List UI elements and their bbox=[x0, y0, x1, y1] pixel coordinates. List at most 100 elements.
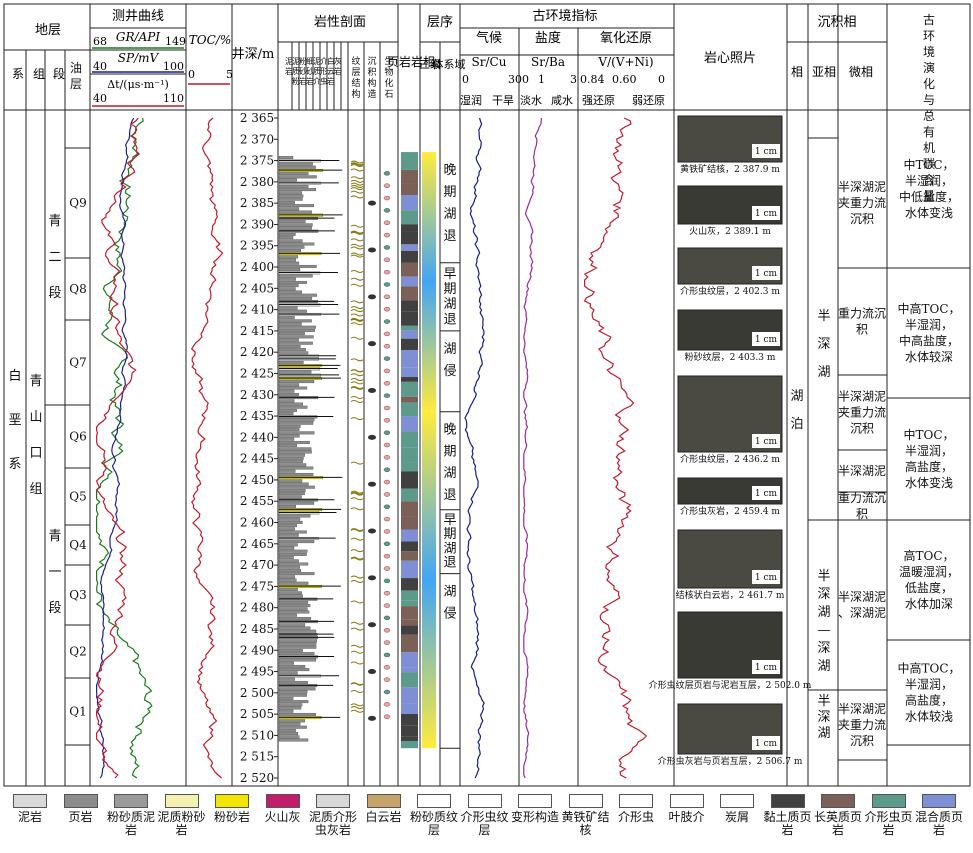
dt-max: 110 bbox=[163, 92, 184, 105]
fossil-ostracod bbox=[383, 640, 391, 645]
scale-bar-label: 1 cm bbox=[755, 269, 778, 279]
lamina-structure bbox=[350, 300, 364, 304]
litho-bar bbox=[278, 284, 299, 288]
litho-sub-header: 岩 bbox=[299, 76, 307, 86]
lamina-structure bbox=[350, 246, 364, 250]
depth-tick-label: 2 400 bbox=[240, 260, 274, 274]
legend-label: 火山灰 bbox=[264, 810, 301, 824]
evolution-text: 中高TOC， bbox=[897, 301, 960, 316]
legend-label: 介形虫纹层 bbox=[460, 810, 509, 837]
climate-max: 30 bbox=[508, 73, 522, 86]
litho-bar bbox=[278, 175, 317, 179]
fossil-ostracod bbox=[383, 689, 391, 695]
scale-bar-bg bbox=[752, 660, 780, 674]
sal-max: 3 bbox=[570, 73, 577, 86]
systems-tract-label: 湖 bbox=[443, 207, 456, 222]
legend-item: 长英质页岩 bbox=[812, 790, 864, 837]
shale-facies-block bbox=[401, 590, 418, 601]
lamina-structure bbox=[350, 336, 364, 340]
depth-tick-label: 2 495 bbox=[240, 665, 274, 679]
pyrite-nodule bbox=[368, 528, 376, 534]
lamina-structure bbox=[350, 306, 364, 310]
litho-bar bbox=[278, 671, 298, 675]
fossil-ostracod bbox=[383, 430, 391, 435]
litho-sub-header: 岩 bbox=[285, 66, 293, 76]
main-figure-svg: 地层 测井曲线 GR/API 68 149 SP/mV 40 100 Δt/(μ… bbox=[3, 3, 971, 787]
header-shale-facies: 页岩岩相 bbox=[387, 54, 435, 69]
outer-frame bbox=[3, 3, 971, 787]
litho-bar bbox=[278, 709, 294, 713]
depth-tick-label: 2 410 bbox=[240, 303, 274, 317]
legend-item: 火山灰 bbox=[257, 790, 309, 824]
group-label: 口 bbox=[29, 446, 42, 461]
fossil-ostracod bbox=[383, 442, 391, 448]
lamina-structure bbox=[350, 243, 364, 247]
litho-bar bbox=[278, 165, 316, 169]
system-label: 白 bbox=[8, 368, 21, 384]
structure-header: 积 bbox=[367, 66, 376, 78]
litho-bar bbox=[278, 610, 310, 614]
fossil-ostracod bbox=[383, 282, 391, 287]
fossil-ostracod bbox=[383, 294, 391, 300]
systems-tract-label: 期 bbox=[443, 444, 456, 459]
depth-tick-label: 2 455 bbox=[240, 494, 274, 508]
evolution-text: 水体变浅 bbox=[905, 475, 953, 490]
legend-swatch bbox=[215, 794, 249, 808]
litho-bar bbox=[278, 629, 317, 633]
core-photo-caption: 介形虫纹层，2 436.2 m bbox=[680, 453, 780, 465]
header-sed-facies: 沉积相 bbox=[817, 15, 856, 30]
legend-item: 白云岩 bbox=[358, 790, 410, 824]
litho-bar bbox=[278, 658, 317, 662]
sal-min: 0 bbox=[522, 73, 529, 86]
litho-bar bbox=[278, 402, 303, 406]
litho-bar bbox=[278, 517, 301, 521]
litho-bar bbox=[278, 319, 312, 323]
lamina-structure bbox=[350, 182, 364, 186]
lamina-structure bbox=[350, 644, 364, 648]
header-paleo-evolution: 化 bbox=[923, 77, 935, 91]
systems-tract-label: 早 bbox=[443, 267, 456, 282]
litho-bar bbox=[278, 520, 303, 524]
shale-facies-block bbox=[401, 244, 418, 251]
lamina-structure bbox=[350, 549, 364, 553]
lamina-structure bbox=[350, 184, 364, 188]
legend-item: 变形构造 bbox=[509, 790, 561, 824]
salinity-curve bbox=[523, 117, 543, 779]
litho-bar bbox=[278, 344, 301, 348]
litho-bar bbox=[278, 424, 301, 428]
fossil-ostracod bbox=[383, 467, 391, 472]
gr-min: 68 bbox=[93, 35, 107, 48]
depth-tick-label: 2 380 bbox=[240, 175, 274, 189]
depth-tick-label: 2 485 bbox=[240, 622, 274, 636]
scale-bar-bg bbox=[752, 144, 780, 158]
microfacies-label: 沉积 bbox=[850, 422, 874, 436]
evolution-text: 高盐度， bbox=[905, 693, 953, 708]
shale-facies-block bbox=[401, 634, 418, 653]
legend-item: 介形虫 bbox=[610, 790, 662, 824]
core-photo-caption: 介形虫纹层，2 402.3 m bbox=[680, 285, 780, 297]
evolution-text: 中高TOC， bbox=[897, 661, 960, 676]
litho-bar bbox=[278, 261, 300, 265]
header-redox: 氧化还原 bbox=[600, 31, 652, 46]
litho-bar bbox=[278, 412, 294, 416]
litho-bar bbox=[278, 200, 295, 204]
fossil-ostracod bbox=[383, 628, 391, 633]
legend-item: 黄铁矿结核 bbox=[560, 790, 612, 837]
header-redox-ratio: V/(V+Ni) bbox=[597, 55, 653, 69]
depth-tick-label: 2 415 bbox=[240, 324, 274, 338]
lamina-structure bbox=[350, 318, 364, 322]
lamina-structure bbox=[350, 317, 364, 321]
legend-swatch bbox=[265, 794, 300, 808]
subfacies-lower2: 湖 bbox=[817, 726, 830, 741]
header-litho: 岩性剖面 bbox=[314, 15, 366, 30]
legend-item: 黏土质页岩 bbox=[762, 790, 814, 837]
header-climate: 气候 bbox=[476, 30, 502, 46]
litho-sub-header: 细 bbox=[306, 56, 314, 66]
fossil-ostracod bbox=[383, 492, 391, 497]
microfacies-label: 半深湖泥 bbox=[838, 463, 886, 478]
litho-bar bbox=[278, 626, 311, 630]
structure-header: 纹 bbox=[351, 55, 360, 67]
structure-header: 沉 bbox=[367, 56, 376, 67]
subfacies-lower2: 深 bbox=[817, 710, 830, 725]
lamina-structure bbox=[350, 313, 364, 317]
